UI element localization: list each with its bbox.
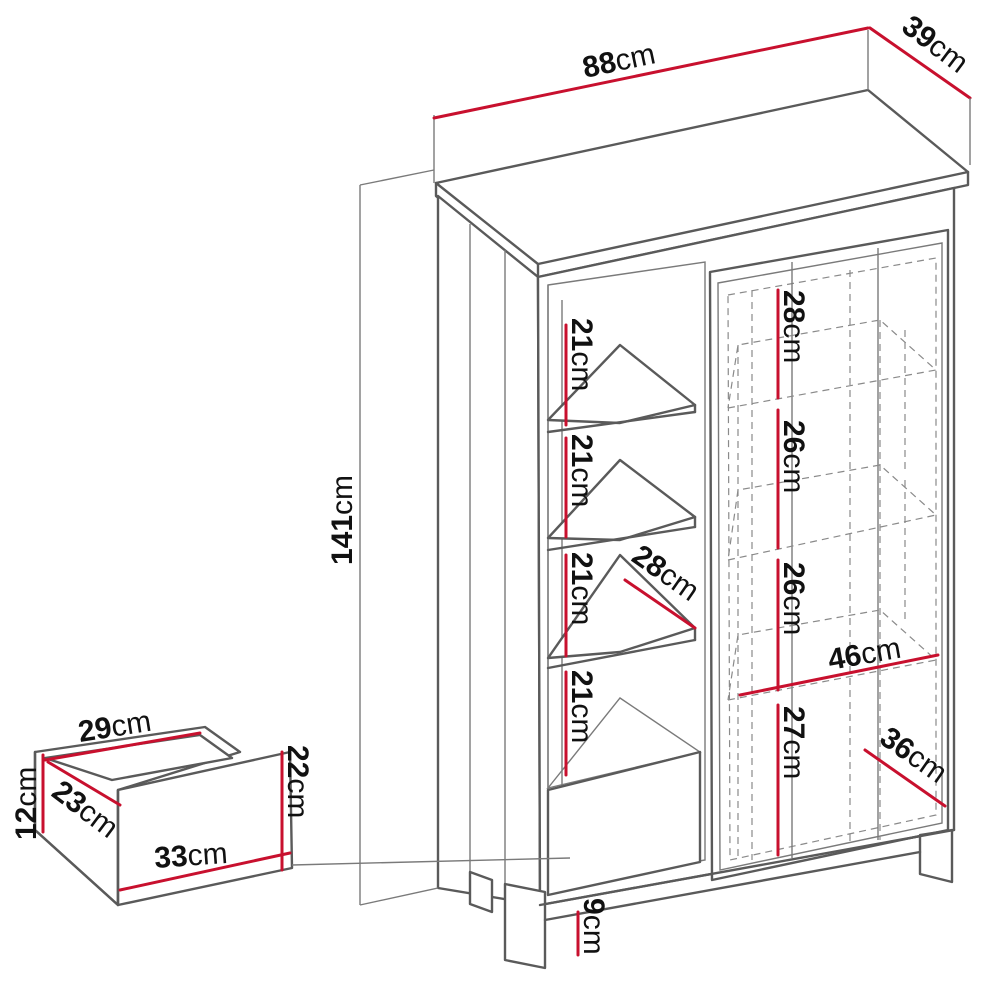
left-shelf-4-label: 21cm [565,670,598,743]
depth-dim-line [868,26,972,100]
cabinet [434,88,970,970]
cabinet-left-side [436,194,542,907]
cabinet-drawer [546,750,702,897]
drawer-inner-depth-dim-line [46,760,122,807]
width-dim-line [432,26,870,120]
left-shelf-1-label: 21cm [565,318,598,391]
right-shelf-4-label: 27cm [777,706,810,779]
leg-height-label: 9cm [577,898,610,955]
overall-height-label: 141cm [326,475,359,565]
left-shelf-3-label: 21cm [565,552,598,625]
drawer-detail [33,725,571,907]
overall-width-label: 88cm [580,37,659,85]
left-depth-dim-line [623,578,697,630]
leg-front-left [503,882,547,970]
leg-front-right [918,828,954,884]
right-width-dim-line [738,653,940,697]
overall-depth-label: 39cm [896,9,974,80]
drawer-front-width-dim-line [118,851,292,892]
right-shelf-3-label: 26cm [777,562,810,635]
dimension-lines [41,26,972,957]
drawer-front-height-label: 12cm [10,767,43,840]
leg-left-back [468,870,494,914]
right-inner-width-label: 46cm [825,632,903,677]
drawer-side-height-label: 22cm [281,745,314,818]
right-shelf-2-label: 26cm [777,420,810,493]
glass-shelves [727,319,938,860]
drawer-inner-width-label: 29cm [76,705,154,749]
drawer-inner-width-dim-line [43,731,202,762]
right-shelf-1-label: 28cm [777,290,810,363]
right-depth-dim-line [863,748,947,808]
dimension-labels: 88cm 39cm 141cm 21cm 21cm 21cm 21cm 28cm… [10,9,974,954]
left-shelf-2-label: 21cm [565,434,598,507]
drawer-front-width-label: 33cm [153,837,228,875]
